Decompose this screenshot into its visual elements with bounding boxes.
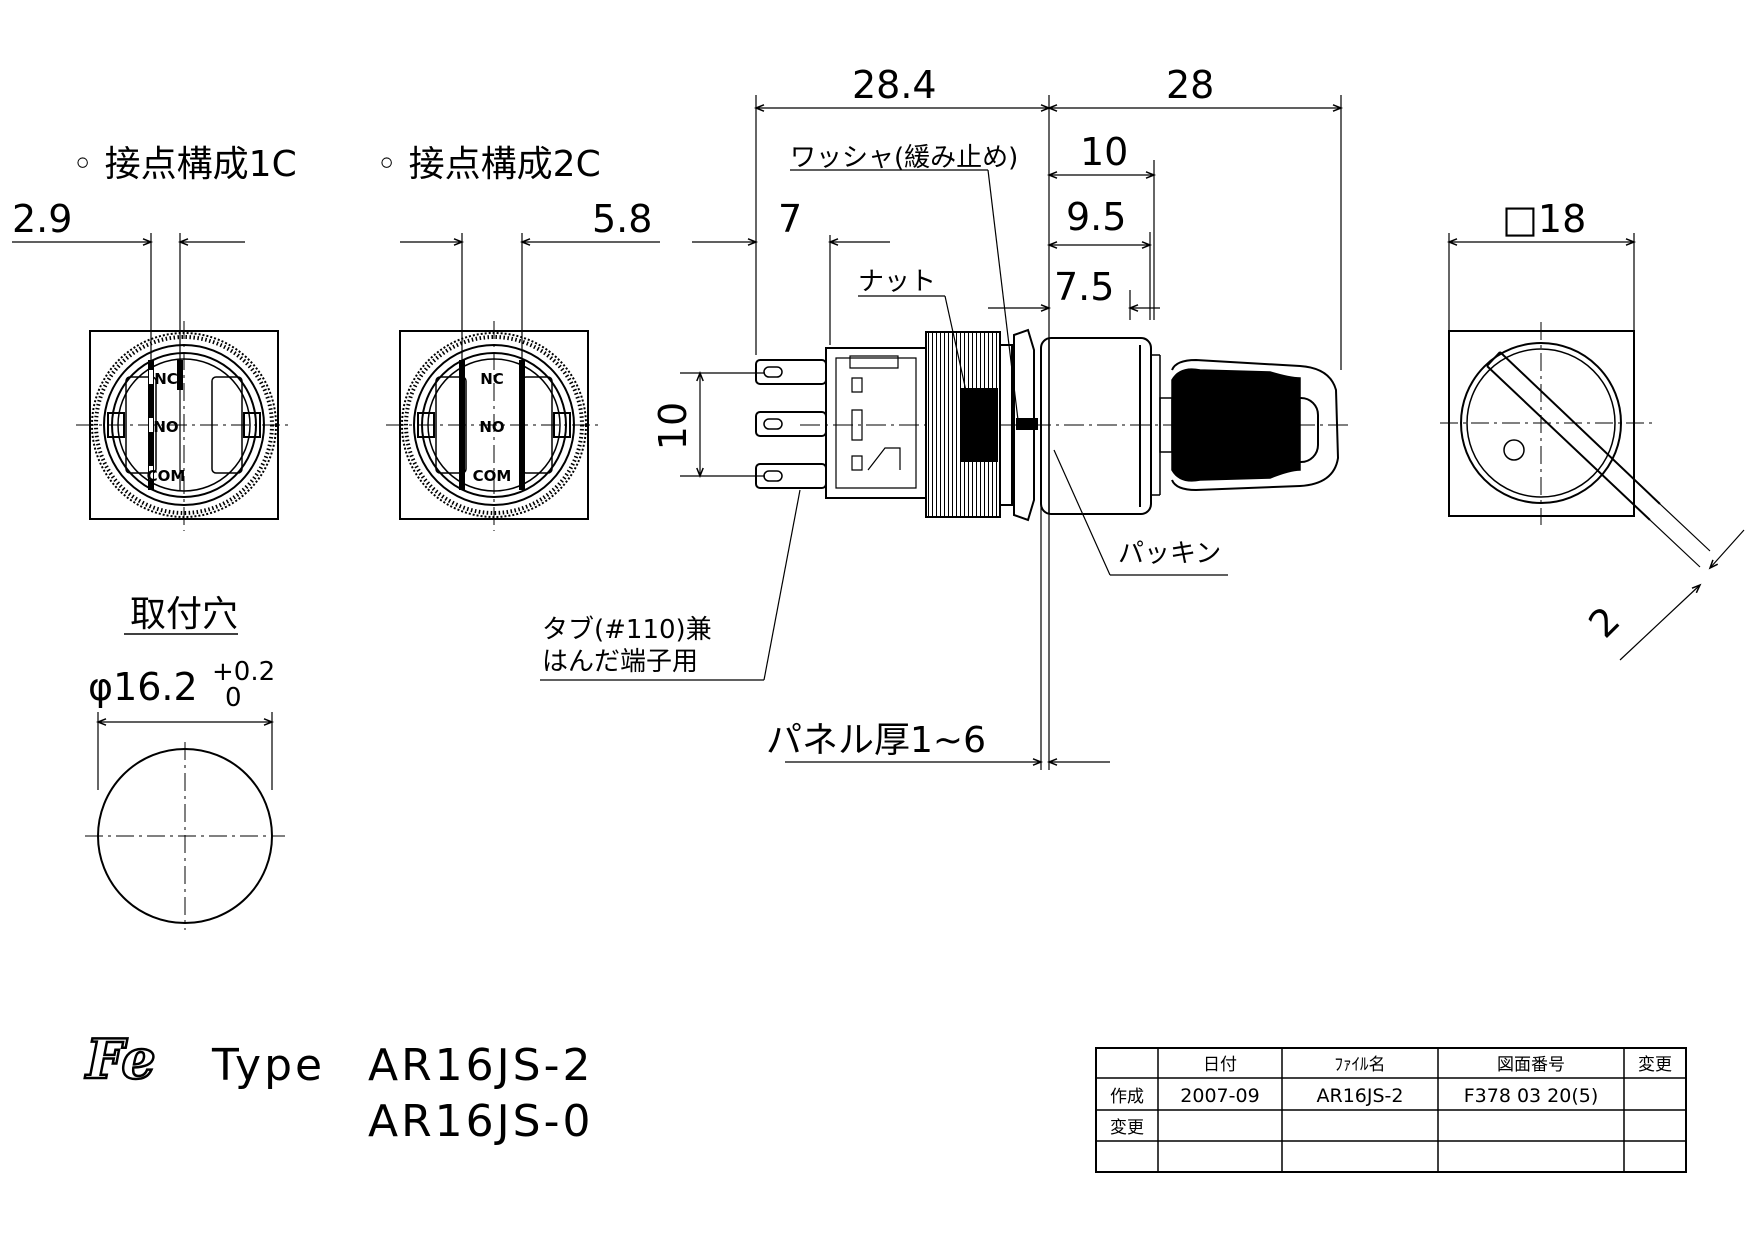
dim-7: 7 bbox=[778, 197, 802, 241]
tb-row1-label: 作成 bbox=[1110, 1087, 1144, 1107]
terminal-com-2c: COM bbox=[473, 467, 512, 485]
dim-9-5: 9.5 bbox=[1066, 195, 1126, 239]
tab-label-line2: はんだ端子用 bbox=[542, 647, 698, 677]
fe-logo: Fe bbox=[84, 1027, 156, 1091]
tab-label-line1: タブ(#110)兼 bbox=[542, 615, 712, 645]
dim-28-4: 28.4 bbox=[852, 63, 937, 107]
mount-hole-diameter: φ16.2 bbox=[88, 665, 198, 709]
mount-hole-view: 取付穴 φ16.2 +0.2 0 bbox=[85, 594, 285, 930]
terminal-nc-2c: NC bbox=[480, 370, 504, 388]
view-2c: ◦ 接点構成2C 5.8 NC NO COM bbox=[376, 144, 660, 533]
mount-hole-tol-lower: 0 bbox=[225, 683, 242, 713]
tb-header-file: ﾌｧｲﾙ名 bbox=[1335, 1055, 1386, 1075]
title-block: 日付 ﾌｧｲﾙ名 図面番号 変更 作成 2007-09 AR16JS-2 F37… bbox=[1096, 1048, 1686, 1172]
dim-10: 10 bbox=[1080, 130, 1128, 174]
terminal-com-1c: COM bbox=[147, 467, 186, 485]
nut-label: ナット bbox=[858, 267, 936, 297]
packing-label: パッキン bbox=[1118, 539, 1221, 569]
panel-thickness-label: パネル厚1~6 bbox=[766, 720, 986, 761]
dim-key-2: 2 bbox=[1580, 598, 1628, 646]
tb-row1-drawing-no: F378 03 20(5) bbox=[1464, 1085, 1599, 1107]
dim-7-5: 7.5 bbox=[1054, 265, 1114, 309]
view-2c-title: ◦ 接点構成2C bbox=[376, 144, 601, 185]
dim-2-9: 2.9 bbox=[12, 197, 72, 241]
mount-hole-title: 取付穴 bbox=[130, 594, 238, 635]
terminal-nc-1c: NC bbox=[154, 370, 178, 388]
dim-square-18: □18 bbox=[1502, 197, 1586, 241]
branding: Fe Type AR16JS-2 AR16JS-0 bbox=[83, 1026, 593, 1147]
dim-pitch-10: 10 bbox=[651, 402, 695, 450]
model-ar16js-2: AR16JS-2 bbox=[368, 1040, 593, 1091]
dim-5-8: 5.8 bbox=[592, 197, 652, 241]
mount-hole-tol-upper: +0.2 bbox=[212, 657, 275, 687]
dim-28: 28 bbox=[1166, 63, 1214, 107]
tb-row1-date: 2007-09 bbox=[1180, 1085, 1259, 1107]
front-view: □18 2 bbox=[1440, 197, 1744, 660]
view-1c-title: ◦ 接点構成1C bbox=[72, 144, 297, 185]
tb-row1-file: AR16JS-2 bbox=[1317, 1085, 1404, 1107]
terminal-no-2c: NO bbox=[479, 418, 504, 436]
view-1c: ◦ 接点構成1C 2.9 NC NO COM bbox=[12, 144, 297, 533]
side-view: 28.4 28 10 9.5 7.5 7 10 bbox=[540, 63, 1350, 770]
type-label: Type bbox=[211, 1040, 325, 1091]
tb-header-date: 日付 bbox=[1203, 1055, 1237, 1075]
terminal-no-1c: NO bbox=[153, 418, 178, 436]
tb-header-change: 変更 bbox=[1638, 1055, 1672, 1075]
tb-header-drawing-no: 図面番号 bbox=[1497, 1055, 1565, 1075]
washer-label: ワッシャ(緩み止め) bbox=[790, 143, 1018, 173]
tb-row2-label: 変更 bbox=[1110, 1118, 1144, 1138]
model-ar16js-0: AR16JS-0 bbox=[368, 1096, 593, 1147]
